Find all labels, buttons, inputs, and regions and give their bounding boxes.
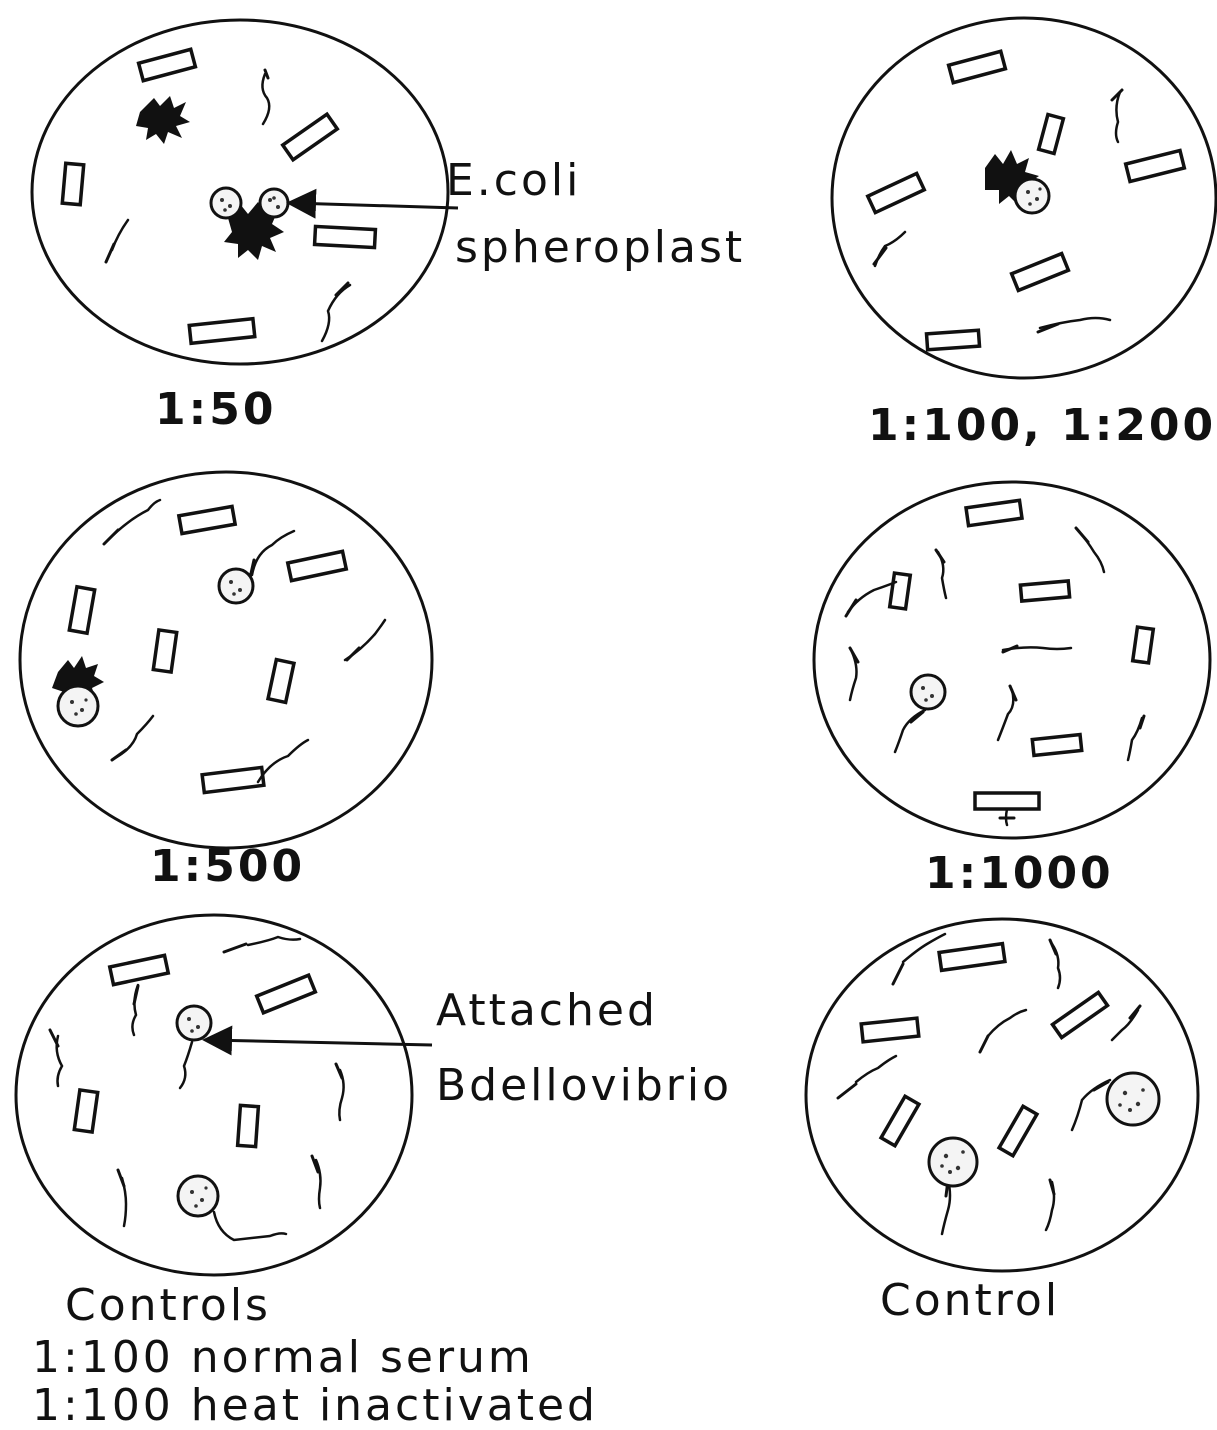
microscope-field [16,915,412,1275]
microscope-field [32,20,448,364]
bdello-label-line1: Attached [436,985,658,1036]
panel-4-caption: 1:1000 [925,848,1114,899]
panel-6-caption: Control [880,1275,1060,1326]
panel-5-caption-line3: 1:100 heat inactivated [32,1380,598,1430]
panel-control: Control [806,919,1198,1326]
panel-5-caption-line2: 1:100 normal serum [32,1332,534,1383]
panel-5-caption: Controls [65,1280,271,1331]
ecoli-spheroplasts [911,675,945,709]
panel-1-caption: 1:50 [155,384,276,435]
panel-3-caption: 1:500 [150,841,305,892]
panel-1-100-1-200: 1:100, 1:200 [832,18,1216,451]
bdello-label-line2: Bdellovibrio [436,1060,732,1111]
panel-1-500: 1:500 [20,472,432,892]
ecoli-spheroplasts [1015,179,1049,213]
ecoli-callout: E.coli spheroplast [446,155,745,273]
bdellovibrio-callout: Attached Bdellovibrio [436,985,732,1111]
panel-1-50: 1:50 [32,20,458,435]
panel-1-1000: 1:1000 [814,482,1210,899]
ecoli-label-line1: E.coli [446,155,581,206]
ecoli-label-line2: spheroplast [455,222,745,273]
panel-2-caption: 1:100, 1:200 [868,400,1216,451]
